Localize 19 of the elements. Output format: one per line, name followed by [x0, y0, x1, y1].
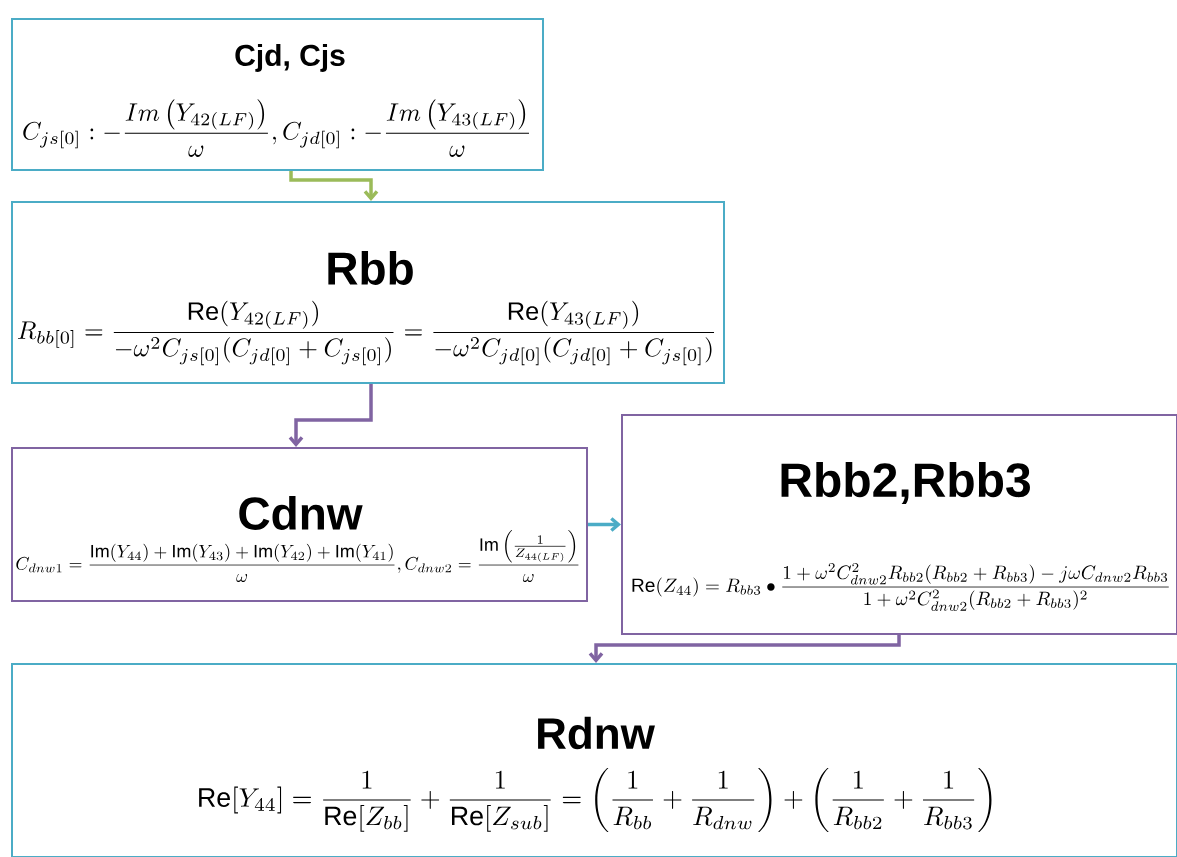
- heading: Cdnw: [239, 496, 363, 530]
- arrow: [588, 635, 901, 663]
- formula-box: [11, 18, 544, 171]
- heading: Rbb2,Rbb3: [781, 461, 1030, 505]
- formula: $\mathrm{Re}[Y_{44}]=\frac{1}{\mathrm{Re}[Z_{bb}]}+\frac{1}{\mathrm{Re}[Z_{sub}]}=\left(\frac{1}{R_{bb}}+\frac{1}{R_{dnw}}\right)+\left(\frac{1}{R_{bb2}}+\frac{1}{R_{bb3}}\right)$: [199, 767, 992, 833]
- formula: $\mathrm{Re}(Z_{44})=R_{bb3}\bullet\frac{1+\omega^{2}C_{dnw2}^{2}R_{bb2}(R_{bb2}+R_{bb3})-j\omega C_{dnw2}R_{bb3}}{1+\omega^{2}C_{dnw2}^{2}(R_{bb2}+R_{bb3})^{2}}$: [632, 563, 1169, 611]
- arrow: [288, 384, 373, 447]
- heading: Rdnw: [538, 716, 655, 750]
- formula: $C_{js[0]}:-\frac{Im\left(Y_{42(LF)}\right)}{\omega},C_{jd[0]}:-\frac{Im\left(Y_{43(LF)}\right)}{\omega}$: [23, 99, 529, 157]
- heading: Rbb: [328, 251, 413, 285]
- formula-box: [11, 663, 1177, 857]
- formula-box: [621, 414, 1177, 635]
- heading: Cjd, Cjs: [235, 44, 345, 72]
- formula-box: [11, 447, 588, 602]
- formula: $C_{dnw1}=\frac{\mathrm{Im}(Y_{44})+\mathrm{Im}(Y_{43})+\mathrm{Im}(Y_{42})+\mathrm{Im}(Y_{41})}{\omega},C_{dnw2}=\frac{\mathrm{Im}\left(\frac{1}{Z_{44(LF)}}\right)}{\omega}$: [16, 530, 579, 583]
- formula-box: [11, 201, 725, 384]
- formula: $R_{bb[0]}=\frac{\mathrm{Re}(Y_{42(LF)})}{-\omega^{2}C_{js[0]}(C_{jd[0]}+C_{js[0]})}=\frac{\mathrm{Re}(Y_{43(LF)})}{-\omega^{2}C_{jd[0]}(C_{jd[0]}+C_{js[0]})}$: [18, 300, 714, 366]
- arrow: [588, 517, 621, 532]
- arrow: [289, 171, 379, 201]
